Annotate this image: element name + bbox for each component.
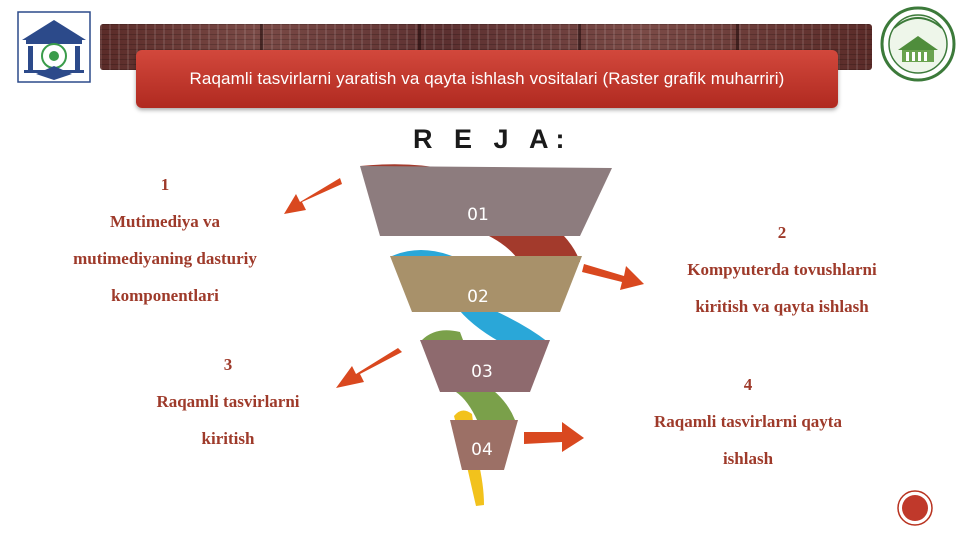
plan-item-3: 3 Raqamli tasvirlarni kiritish bbox=[118, 346, 338, 457]
plan-item-text: komponentlari bbox=[111, 286, 219, 305]
termiz-state-university-seal-icon bbox=[880, 6, 956, 82]
plan-item-text: Kompyuterda tovushlarni bbox=[687, 260, 877, 279]
funnel-level-3-label: 03 bbox=[471, 362, 493, 382]
plan-item-text: Raqamli tasvirlarni qayta bbox=[654, 412, 842, 431]
plan-item-text: kiritish va qayta ishlash bbox=[695, 297, 869, 316]
funnel-level-1 bbox=[360, 166, 612, 236]
plan-item-number: 3 bbox=[223, 355, 233, 374]
plan-item-text: mutimediyaning dasturiy bbox=[73, 249, 257, 268]
slide-title-bar: Raqamli tasvirlarni yaratish va qayta is… bbox=[136, 50, 838, 108]
arrow-left-1-icon bbox=[284, 178, 342, 214]
funnel-level-3 bbox=[420, 340, 550, 392]
plan-item-2: 2 Kompyuterda tovushlarni kiritish va qa… bbox=[652, 214, 912, 325]
slide-title: Raqamli tasvirlarni yaratish va qayta is… bbox=[189, 69, 785, 88]
plan-item-text: kiritish bbox=[201, 429, 255, 448]
plan-item-number: 2 bbox=[777, 223, 787, 242]
plan-item-text: ishlash bbox=[722, 449, 774, 468]
university-logo-icon bbox=[14, 8, 94, 86]
plan-item-text: Mutimediya va bbox=[109, 212, 221, 231]
arrow-left-3-icon bbox=[336, 348, 402, 388]
funnel-level-1-label: 01 bbox=[467, 205, 489, 225]
arrow-right-2-icon bbox=[582, 264, 644, 290]
arrow-right-4-icon bbox=[524, 422, 584, 452]
funnel-level-2-label: 02 bbox=[467, 287, 489, 307]
funnel-level-4 bbox=[450, 420, 518, 470]
funnel-level-4-label: 04 bbox=[471, 440, 493, 460]
plan-item-number: 4 bbox=[743, 375, 753, 394]
plan-item-number: 1 bbox=[160, 175, 170, 194]
slide-heading: R E J A: bbox=[413, 124, 572, 154]
plan-item-1: 1 Mutimediya va mutimediyaning dasturiy … bbox=[40, 166, 290, 314]
slide-nav-button-icon[interactable] bbox=[897, 490, 933, 526]
plan-item-text: Raqamli tasvirlarni bbox=[156, 392, 300, 411]
funnel-level-2 bbox=[390, 256, 582, 312]
plan-item-4: 4 Raqamli tasvirlarni qayta ishlash bbox=[620, 366, 876, 477]
